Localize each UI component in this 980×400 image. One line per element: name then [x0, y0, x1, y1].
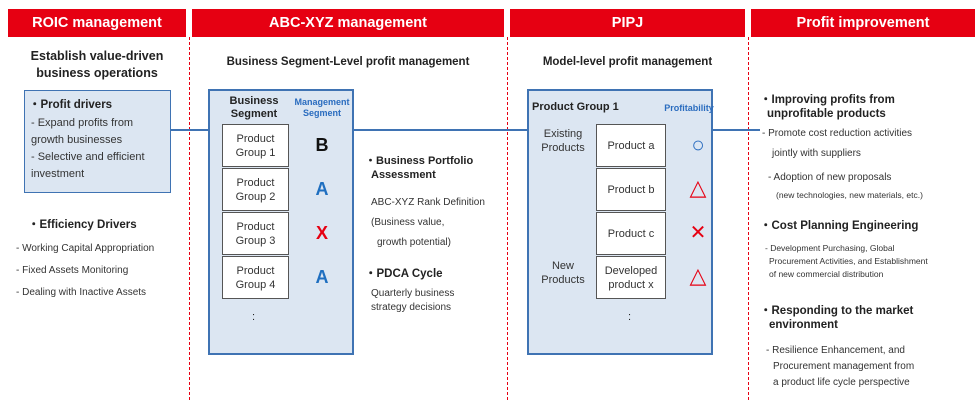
efficiency-drivers-title: ・Efficiency Drivers	[28, 219, 137, 231]
triangle-icon-2: △	[689, 263, 707, 288]
profitability-header: Profitability	[664, 103, 714, 113]
header-pipj: PIPJ	[510, 9, 745, 37]
circle-icon: ○	[691, 132, 705, 157]
divider-2	[507, 37, 508, 400]
connector-pipj-profit	[712, 129, 760, 131]
new-products-label: New Products	[541, 260, 585, 286]
s1-item-3: - Adoption of new proposals	[768, 172, 892, 183]
abc-title: Business Segment-Level profit management	[226, 56, 470, 68]
connector-abc-pipj	[353, 129, 528, 131]
header-roic: ROIC management	[8, 9, 186, 37]
improving-profits-title: ・Improving profits from unprofitable pro…	[760, 94, 895, 120]
bpa-list: ABC-XYZ Rank Definition (Business value,…	[371, 197, 485, 248]
rank-group-2: A	[315, 179, 329, 199]
cost-planning-title: ・Cost Planning Engineering	[760, 220, 919, 232]
rank-group-3: X	[315, 223, 328, 243]
profit-drivers-box: ・Profit drivers - Expand profits from gr…	[24, 90, 171, 193]
product-c: Product c	[596, 212, 666, 255]
s1-item-1: - Promote cost reduction activities	[762, 128, 913, 139]
divider-3	[748, 37, 749, 400]
connector-roic-abc	[170, 129, 210, 131]
existing-products-label: Existing Products	[541, 128, 585, 154]
rank-group-1: B	[315, 135, 329, 155]
product-a: Product a	[596, 124, 666, 167]
divider-1	[189, 37, 190, 400]
pdca-title: ・PDCA Cycle	[365, 268, 443, 280]
pipj-ellipsis: :	[628, 311, 632, 323]
header-profit-improvement: Profit improvement	[751, 9, 975, 37]
header-abc-xyz: ABC-XYZ management	[192, 9, 504, 37]
product-group-title: Product Group 1	[532, 101, 619, 113]
abc-ellipsis: :	[252, 311, 256, 323]
management-segment-header: Management Segment	[294, 97, 350, 118]
s1-item-2: jointly with suppliers	[772, 148, 861, 159]
s1-item-4: (new technologies, new materials, etc.)	[776, 190, 923, 200]
market-response-title: ・Responding to the market environment	[760, 305, 914, 331]
pdca-list: Quarterly business strategy decisions	[371, 288, 455, 313]
rank-group-4: A	[315, 267, 329, 287]
business-segment-header: Business Segment	[229, 95, 279, 120]
profit-drivers-title: ・Profit drivers	[29, 99, 113, 111]
profit-drivers-list: - Expand profits from growth businesses …	[31, 117, 145, 180]
product-group-panel: Product Group 1 Profitability Existing P…	[527, 89, 714, 355]
efficiency-drivers-list: - Working Capital Appropriation - Fixed …	[16, 243, 155, 298]
triangle-icon: △	[689, 175, 707, 200]
business-segment-panel: Business Segment Management Segment Prod…	[208, 89, 354, 355]
pipj-title: Model-level profit management	[542, 56, 713, 68]
product-b: Product b	[596, 168, 666, 211]
roic-title: Establish value-driven business operatio…	[30, 49, 164, 80]
market-response-list: - Resilience Enhancement, and Procuremen…	[766, 345, 915, 388]
bpa-title: ・Business Portfolio Assessment	[365, 155, 474, 181]
cross-icon: ✕	[689, 222, 707, 244]
cost-planning-list: - Development Purchasing, Global Procure…	[765, 243, 928, 279]
